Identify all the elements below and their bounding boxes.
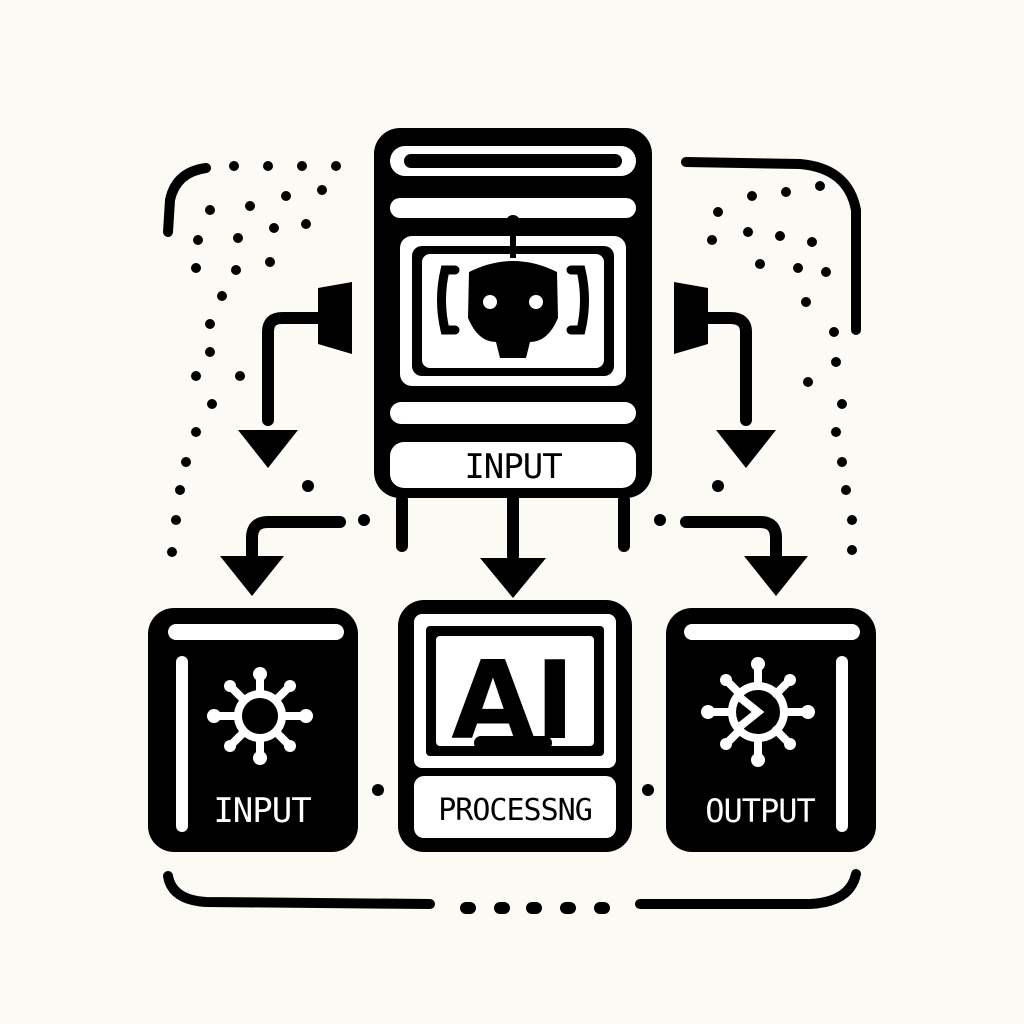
arrowhead-left-loop-icon [318, 282, 352, 354]
top-panel-leg-left [396, 494, 408, 552]
processing-box-accent-bar [474, 736, 552, 750]
processing-box-window-screen [436, 636, 594, 746]
arrow-down-center-icon [480, 558, 546, 598]
output-box-top-line [684, 624, 860, 640]
top-panel-label-bar [390, 442, 636, 488]
top-panel-header-bar-inner [404, 154, 622, 168]
frame-top-left-corner [163, 163, 211, 237]
input-box-top-line [168, 624, 344, 640]
gear-node-icon [701, 657, 815, 767]
arrow-right-down-line [680, 516, 782, 562]
top-panel-line-bottom [390, 402, 636, 424]
top-panel: INPUT [374, 128, 652, 552]
arrowheads [220, 282, 808, 598]
arrow-right-loop-line [688, 312, 752, 426]
input-box: INPUT [148, 608, 358, 852]
input-box-label: INPUT [213, 791, 311, 831]
decor-dots [167, 161, 857, 796]
arrow-down-right-icon [744, 556, 808, 596]
input-box-side-line [176, 656, 188, 832]
arrow-left-down-line [246, 516, 346, 562]
input-box-body [148, 608, 358, 852]
arrow-down-left-icon [220, 556, 284, 596]
robot-head-icon [437, 215, 589, 358]
arrows [246, 312, 782, 562]
processing-box-label-bar [414, 776, 616, 838]
arrow-down-left-loop-icon [238, 430, 298, 468]
processing-box: AI PROCESSNG [398, 600, 632, 852]
frame-top-right-corner [681, 157, 861, 335]
output-box: OUTPUT [666, 608, 876, 852]
top-panel-leg-right [618, 494, 630, 552]
frame-bottom-right [635, 869, 861, 909]
top-panel-label: INPUT [464, 447, 562, 487]
output-box-side-line [836, 656, 848, 832]
arrowhead-right-loop-icon [674, 282, 708, 354]
outer-frame [163, 157, 861, 914]
arrow-left-loop-line [262, 312, 336, 426]
output-box-label: OUTPUT [705, 792, 815, 830]
processing-box-label: PROCESSNG [438, 793, 592, 828]
gear-node-icon [207, 667, 313, 765]
top-panel-line-top [390, 198, 636, 218]
arrow-down-right-loop-icon [716, 430, 776, 468]
frame-bottom [163, 871, 435, 909]
